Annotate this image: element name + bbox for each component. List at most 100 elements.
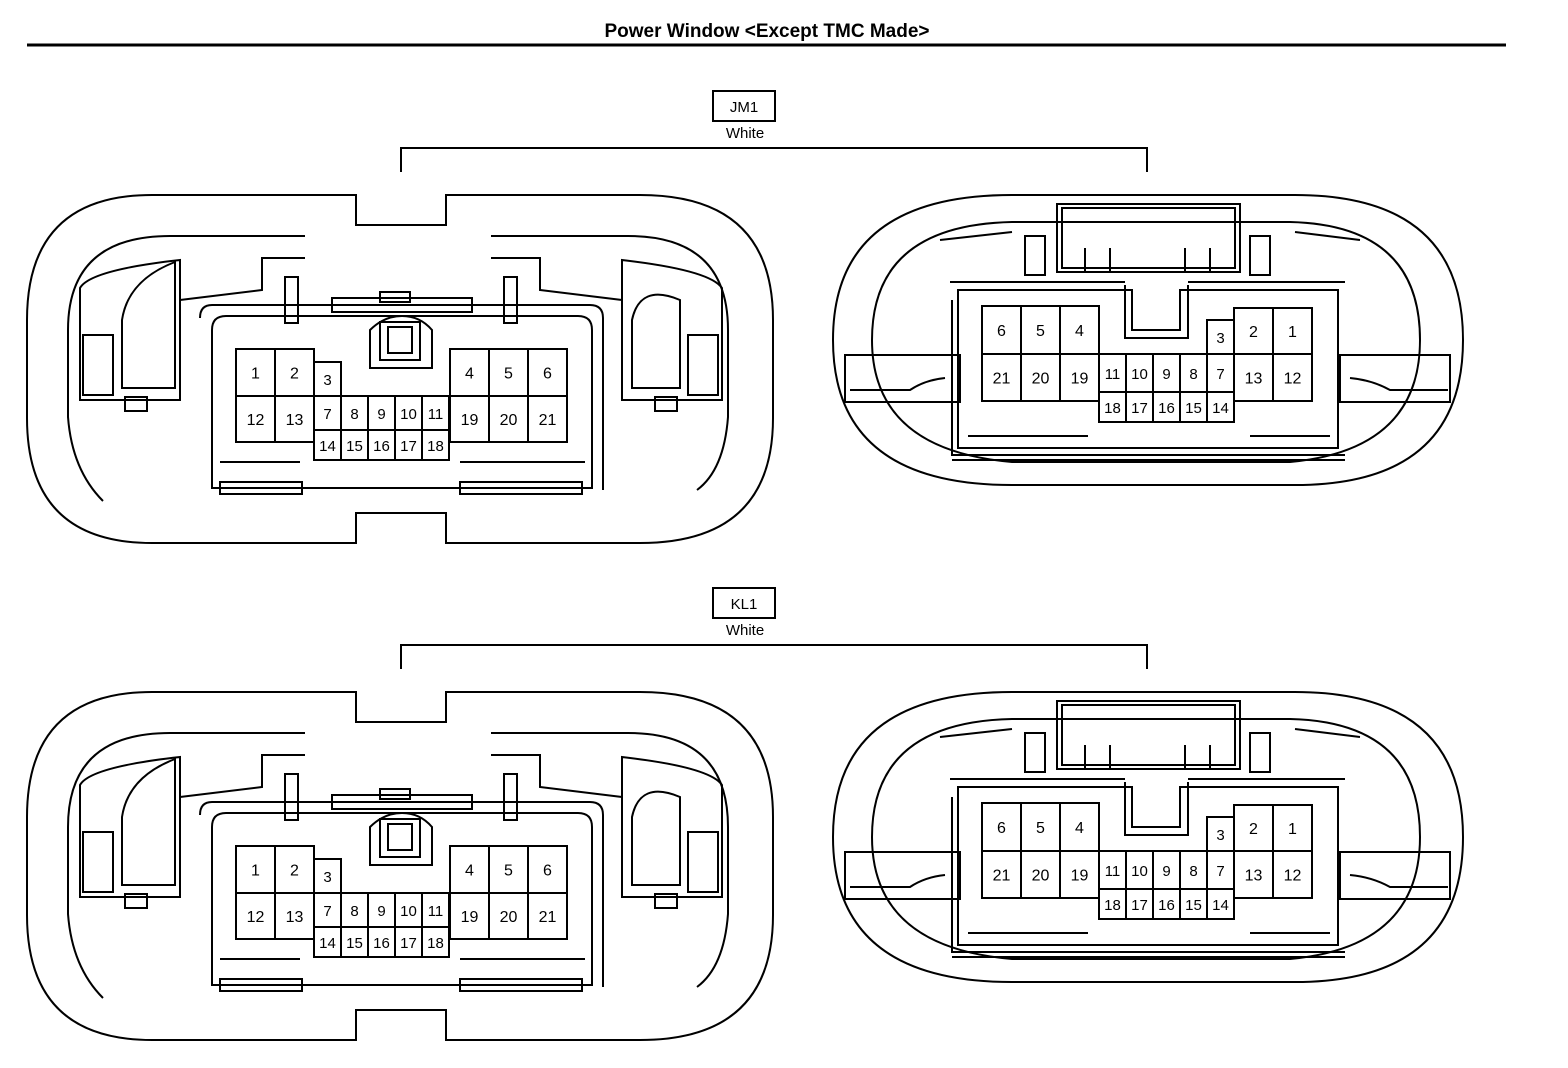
pin-number: 13	[1245, 868, 1263, 885]
pin-number: 11	[1105, 863, 1121, 880]
pin-number: 12	[1284, 868, 1302, 885]
pin-cell	[1059, 353, 1100, 402]
pin-cell	[1272, 353, 1313, 402]
pin-number: 15	[1185, 897, 1202, 914]
pin-cell	[1272, 850, 1313, 899]
pin-cell	[1206, 888, 1235, 920]
pin-number: 20	[500, 412, 518, 429]
pin-cell	[274, 892, 315, 940]
pin-cell	[1179, 353, 1208, 393]
pin-number: 7	[323, 903, 331, 920]
pin-number: 13	[286, 909, 304, 926]
pin-number: 12	[1284, 371, 1302, 388]
pin-cell	[313, 361, 342, 397]
pin-number: 14	[1212, 400, 1229, 417]
connector-color: White	[726, 125, 764, 142]
pin-number: 14	[1212, 897, 1229, 914]
pin-number: 10	[1131, 366, 1148, 383]
pin-cell	[1272, 307, 1313, 355]
pin-cell	[367, 429, 396, 461]
pin-cell	[488, 348, 529, 397]
pin-number: 20	[1032, 371, 1050, 388]
pin-number: 19	[461, 412, 479, 429]
pin-cell	[1125, 353, 1154, 393]
pin-number: 19	[1071, 868, 1089, 885]
pin-number: 21	[993, 868, 1011, 885]
pin-number: 8	[1189, 863, 1197, 880]
pin-number: 17	[400, 935, 417, 952]
connector-bracket	[400, 147, 1148, 172]
male-connector-housing	[832, 691, 1464, 983]
pin-number: 5	[1036, 323, 1045, 340]
pin-number: 19	[1071, 371, 1089, 388]
pin-number: 14	[319, 935, 336, 952]
pin-number: 18	[1104, 400, 1121, 417]
pin-cell	[1059, 850, 1100, 899]
pin-number: 15	[346, 438, 363, 455]
pin-number: 1	[1288, 821, 1297, 838]
connector-color: White	[726, 622, 764, 639]
pin-number: 17	[1131, 897, 1148, 914]
pin-number: 18	[1104, 897, 1121, 914]
pin-cell	[981, 353, 1022, 402]
pin-number: 15	[346, 935, 363, 952]
pin-cell	[449, 892, 490, 940]
pin-number: 6	[997, 820, 1006, 837]
female-connector-housing	[26, 194, 774, 544]
pin-number: 7	[1216, 366, 1224, 383]
pin-number: 2	[1249, 821, 1258, 838]
pin-cell	[1179, 391, 1208, 423]
pin-cell	[449, 395, 490, 443]
pin-cell	[421, 429, 450, 461]
pin-number: 2	[1249, 324, 1258, 341]
pin-cell	[394, 429, 423, 461]
pin-cell	[340, 926, 369, 958]
pin-number: 4	[465, 863, 474, 880]
pin-number: 18	[427, 438, 444, 455]
pin-number: 4	[465, 366, 474, 383]
pin-number: 21	[539, 909, 557, 926]
pin-number: 6	[997, 323, 1006, 340]
pin-number: 5	[504, 366, 513, 383]
pin-number: 1	[251, 366, 260, 383]
pin-number: 3	[323, 869, 331, 886]
pin-number: 12	[247, 909, 265, 926]
pin-number: 8	[350, 406, 358, 423]
pin-number: 6	[543, 863, 552, 880]
connector-code-box	[712, 90, 776, 122]
pin-number: 7	[323, 406, 331, 423]
female-connector-housing	[26, 691, 774, 1041]
pin-number: 19	[461, 909, 479, 926]
pin-number: 3	[1216, 330, 1224, 347]
pin-cell	[367, 926, 396, 958]
pin-cell	[340, 892, 369, 928]
pin-cell	[1125, 391, 1154, 423]
pin-number: 21	[993, 371, 1011, 388]
pin-cell	[421, 395, 450, 431]
pin-cell	[1152, 391, 1181, 423]
pin-number: 3	[1216, 827, 1224, 844]
pin-cell	[1206, 391, 1235, 423]
pin-number: 1	[251, 863, 260, 880]
pin-number: 1	[1288, 324, 1297, 341]
pin-number: 9	[377, 406, 385, 423]
pin-number: 13	[286, 412, 304, 429]
pin-number: 8	[350, 903, 358, 920]
pin-cell	[394, 892, 423, 928]
pin-cell	[235, 348, 276, 397]
pin-number: 7	[1216, 863, 1224, 880]
pin-number: 15	[1185, 400, 1202, 417]
connector-code: KL1	[731, 596, 758, 613]
pin-number: 10	[400, 903, 417, 920]
pin-cell	[981, 802, 1022, 852]
pin-number: 11	[1105, 366, 1121, 383]
pin-cell	[421, 926, 450, 958]
pin-number: 11	[428, 406, 444, 423]
pin-number: 18	[427, 935, 444, 952]
pin-cell	[1098, 391, 1127, 423]
pin-number: 16	[373, 438, 390, 455]
